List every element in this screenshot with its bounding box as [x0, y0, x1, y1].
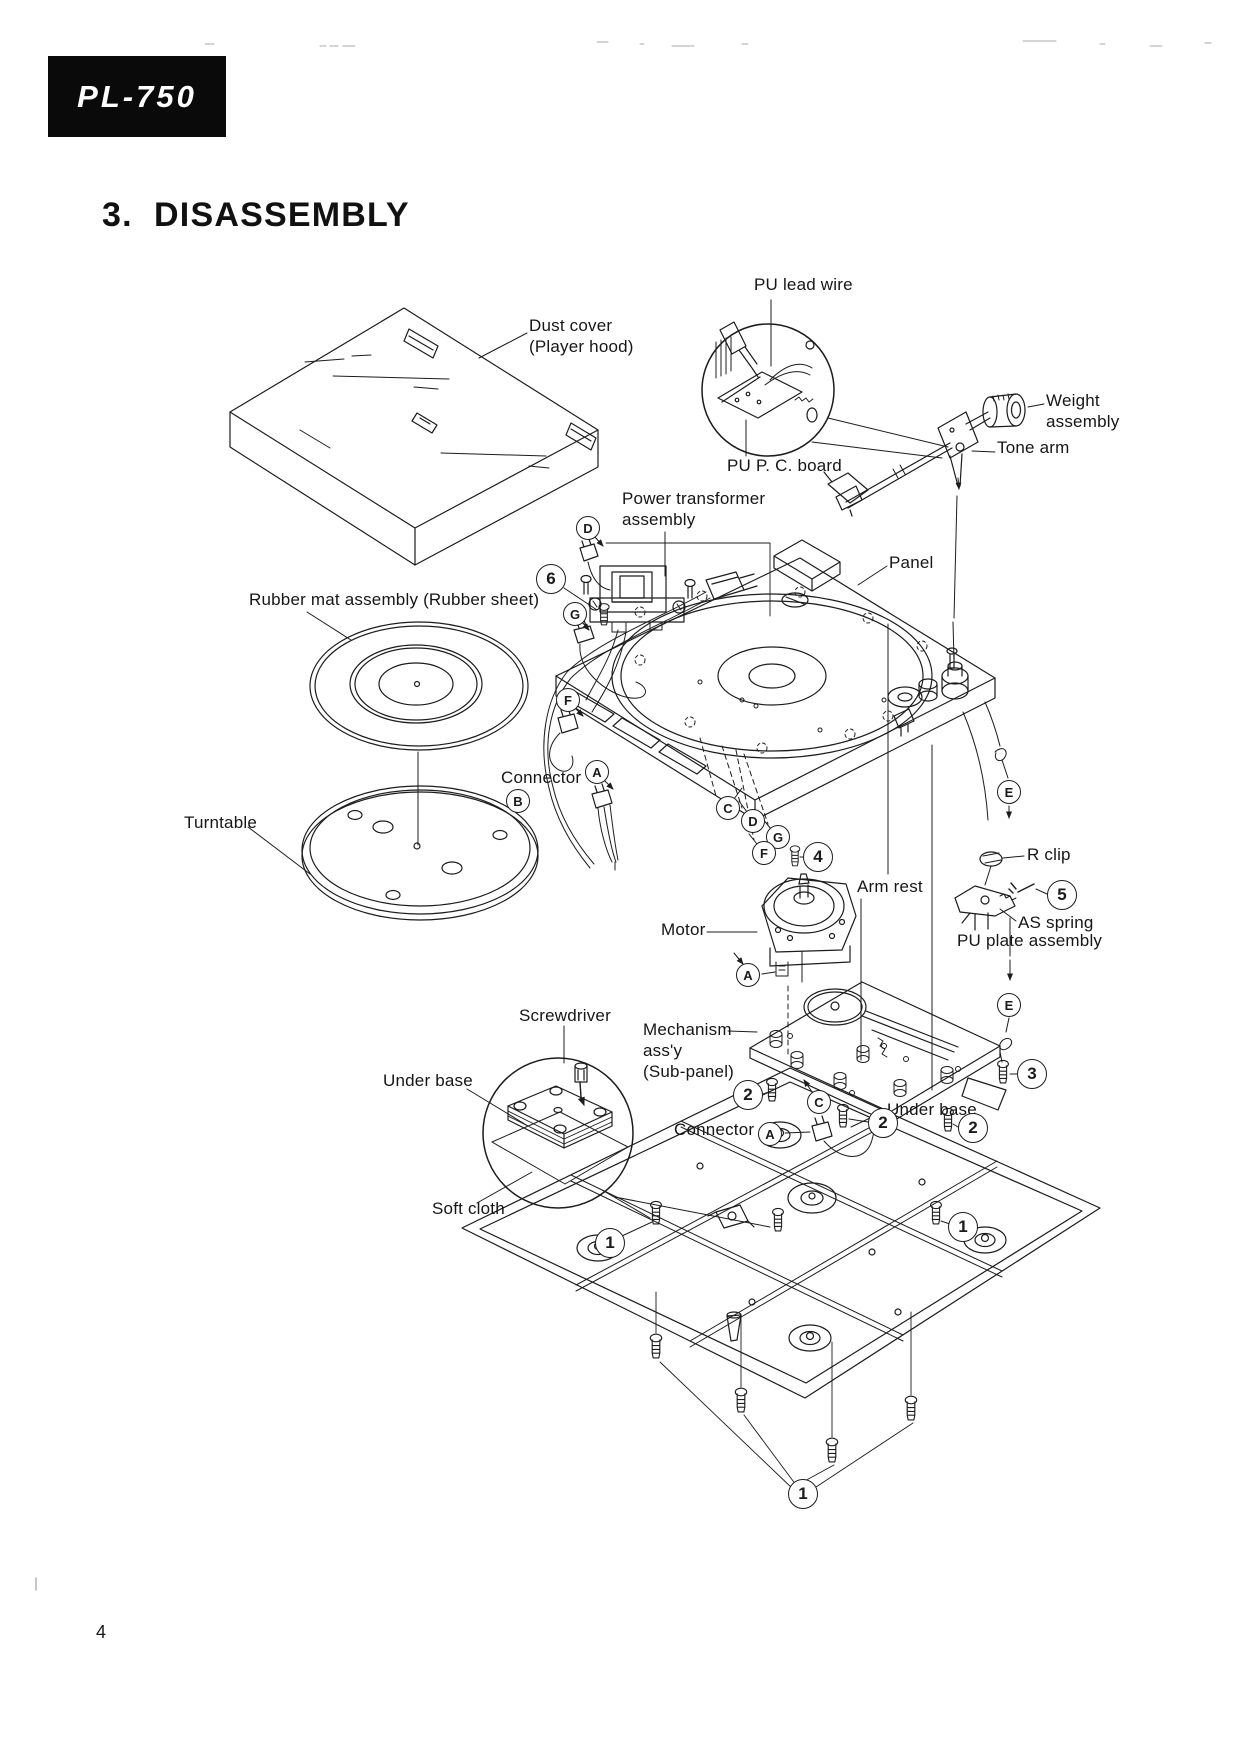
label-tone-arm: Tone arm	[997, 438, 1070, 457]
page-number: 4	[96, 1622, 107, 1642]
label-screwdriver: Screwdriver	[519, 1006, 611, 1025]
label-under-base-inset: Under base	[383, 1071, 473, 1090]
label-as-spring: AS spring	[1018, 913, 1094, 932]
callout-e2: E	[997, 993, 1021, 1017]
callout-1a: 1	[595, 1228, 625, 1258]
callout-f2: F	[752, 841, 776, 865]
label-motor: Motor	[661, 920, 706, 939]
pu-lead-inset	[701, 299, 949, 459]
callout-b1: B	[506, 789, 530, 813]
scan-noise	[35, 40, 1212, 1591]
label-pu-lead-wire: PU lead wire	[754, 275, 853, 294]
panel-drawing	[555, 539, 1009, 871]
motor-drawing	[761, 845, 857, 1057]
callout-2a: 2	[733, 1080, 763, 1110]
callout-a1: A	[585, 760, 609, 784]
rubber-mat-drawing	[309, 621, 529, 846]
callout-d2: D	[741, 809, 765, 833]
label-weight-assembly: Weight assembly	[1046, 391, 1120, 431]
label-arm-rest: Arm rest	[857, 877, 923, 896]
tone-arm-drawing	[823, 393, 1026, 619]
pu-plate-drawing	[954, 711, 1035, 1063]
callout-f1: F	[556, 688, 580, 712]
section-title: 3. DISASSEMBLY	[102, 196, 410, 234]
label-pu-pc-board: PU P. C. board	[727, 456, 842, 475]
model-badge: PL-750	[48, 56, 226, 137]
callout-a3: A	[758, 1122, 782, 1146]
callout-c1: C	[716, 796, 740, 820]
callout-3: 3	[1017, 1059, 1047, 1089]
callout-1b: 1	[948, 1212, 978, 1242]
callout-a2: A	[736, 963, 760, 987]
label-turntable: Turntable	[184, 813, 257, 832]
dust-cover-drawing	[229, 307, 599, 566]
leader-lines	[247, 299, 1048, 1237]
callout-1c: 1	[788, 1479, 818, 1509]
callout-6: 6	[536, 564, 566, 594]
callout-2b: 2	[868, 1108, 898, 1138]
label-r-clip: R clip	[1027, 845, 1071, 864]
callout-c2: C	[807, 1090, 831, 1114]
callout-g1: G	[563, 602, 587, 626]
label-rubber-mat: Rubber mat assembly (Rubber sheet)	[249, 590, 540, 609]
callout-d1: D	[576, 516, 600, 540]
label-dust-cover: Dust cover (Player hood)	[529, 316, 634, 356]
label-pu-plate-assembly: PU plate assembly	[957, 931, 1103, 950]
label-connector-a: Connector	[674, 1120, 755, 1139]
label-mechanism: Mechanism ass'y (Sub-panel)	[643, 1020, 735, 1081]
callout-g2: G	[766, 825, 790, 849]
soft-cloth-inset	[482, 1057, 771, 1228]
label-power-transformer: Power transformer assembly	[622, 489, 766, 529]
callout-2c: 2	[958, 1113, 988, 1143]
power-transformer-drawing	[543, 538, 771, 869]
callout-5: 5	[1047, 880, 1077, 910]
label-soft-cloth: Soft cloth	[432, 1199, 505, 1218]
callout-e1: E	[997, 780, 1021, 804]
label-panel: Panel	[889, 553, 934, 572]
callout-4: 4	[803, 842, 833, 872]
label-connector-b: Connector	[501, 768, 582, 787]
turntable-drawing	[301, 785, 539, 921]
